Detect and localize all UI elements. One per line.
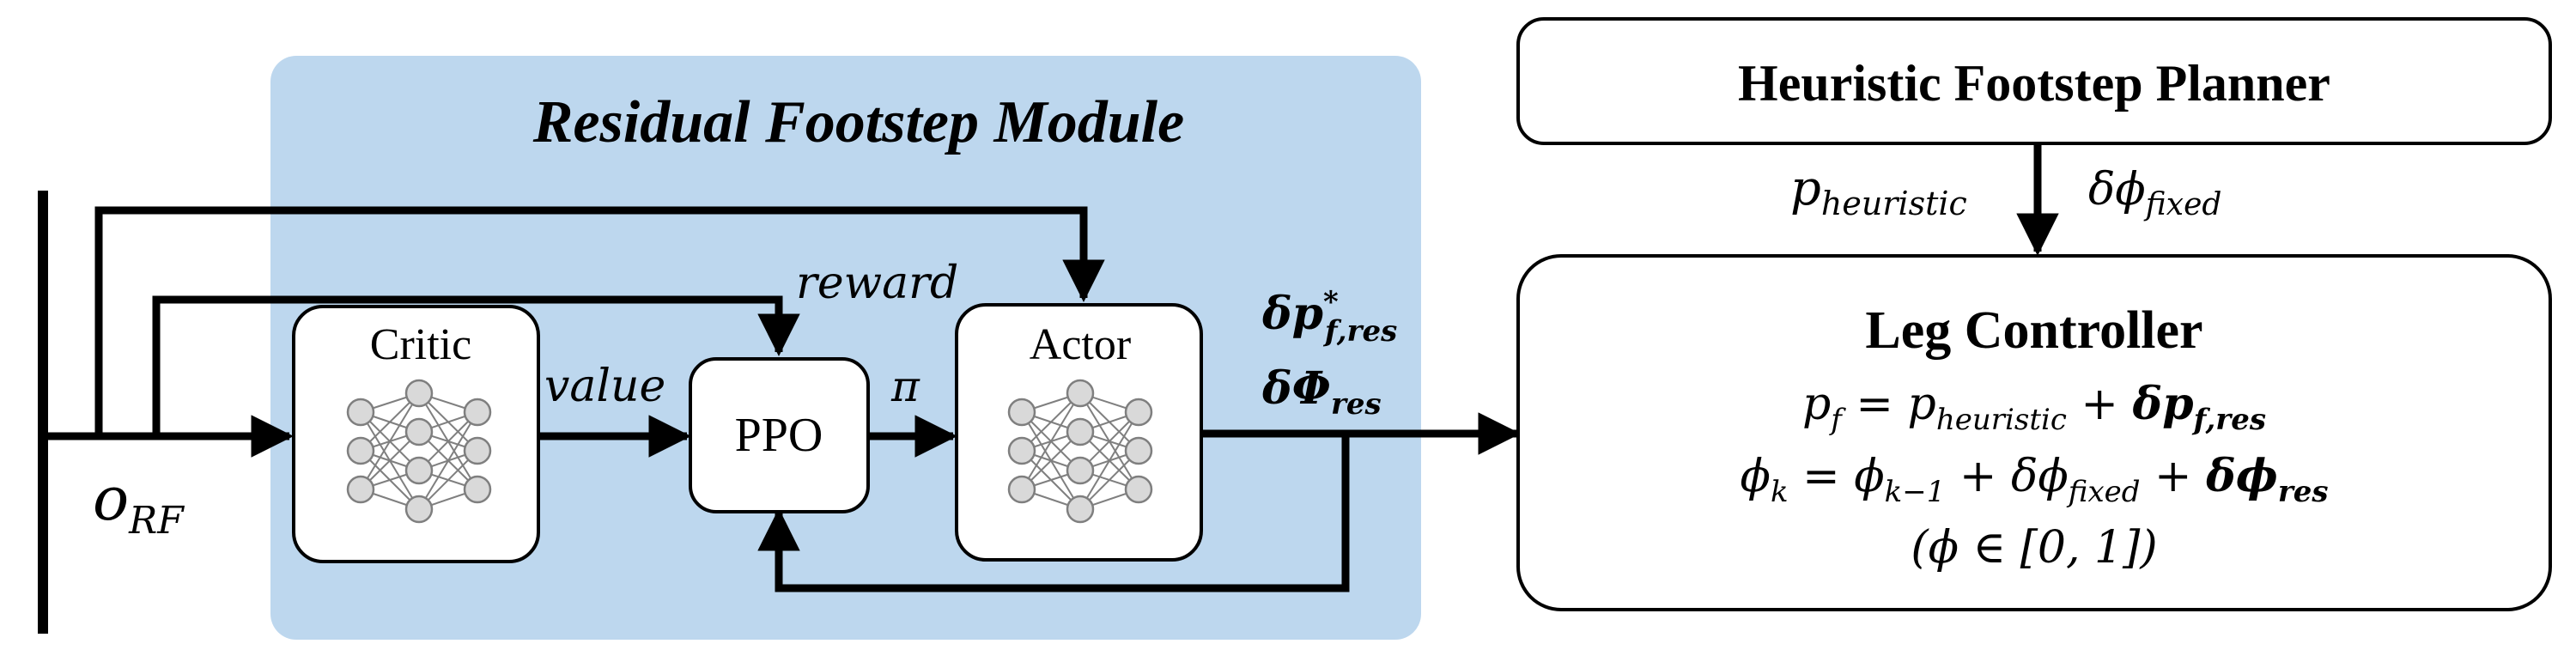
nn-node: [404, 456, 434, 485]
actor-label: Actor: [1030, 320, 1131, 369]
neural-network-icon: [346, 379, 492, 524]
leg-controller-block: Leg Controller pf = pheuristic + δpf,res…: [1516, 254, 2552, 611]
feedback-to-ppo-arrow: [757, 434, 1350, 592]
ppo-block: PPO: [689, 357, 870, 513]
obs-to-actor-arrow: [94, 206, 1105, 436]
policy-label: π: [890, 361, 920, 411]
leg-equation-range: (ϕ ∈ [0, 1]): [1911, 522, 2157, 574]
value-label: value: [544, 361, 665, 412]
heuristic-planner-block: Heuristic Footstep Planner: [1516, 17, 2552, 145]
nn-node: [346, 475, 375, 504]
nn-node: [1066, 456, 1095, 485]
nn-node: [346, 398, 375, 427]
nn-node: [404, 379, 434, 408]
nn-node: [346, 436, 375, 465]
ppo-label: PPO: [735, 409, 823, 462]
nn-node: [1124, 398, 1153, 427]
neural-network-icon: [1007, 379, 1153, 524]
dphi-fixed-label: δϕfixed: [2088, 164, 2221, 222]
nn-edge: [360, 392, 420, 490]
leg-equation-phase: ϕk = ϕk−1 + δϕfixed + δϕres: [1740, 450, 2328, 509]
residual-module-title: Residual Footstep Module: [532, 89, 1184, 155]
nn-node: [404, 495, 434, 524]
nn-edge: [1021, 392, 1081, 490]
nn-node: [463, 436, 492, 465]
observation-label: oRF: [93, 464, 185, 543]
nn-node: [1007, 475, 1036, 504]
delta-phi-label: δΦres: [1261, 362, 1382, 422]
nn-node: [463, 475, 492, 504]
nn-edge: [418, 411, 478, 510]
delta-p-label: δp*f,res: [1261, 285, 1397, 349]
leg-equation-footstep: pf = pheuristic + δpf,res: [1802, 378, 2266, 437]
nn-edge: [1079, 411, 1139, 510]
nn-node: [1066, 379, 1095, 408]
critic-block: Critic: [292, 305, 540, 563]
nn-node: [1066, 495, 1095, 524]
nn-node: [1124, 475, 1153, 504]
leg-controller-title: Leg Controller: [1865, 301, 2202, 360]
critic-label: Critic: [370, 320, 471, 369]
nn-node: [1124, 436, 1153, 465]
nn-node: [463, 398, 492, 427]
nn-node: [1066, 417, 1095, 446]
actor-block: Actor: [955, 303, 1203, 562]
nn-node: [1007, 398, 1036, 427]
p-heuristic-label: pheuristic: [1790, 161, 1967, 222]
heuristic-planner-label: Heuristic Footstep Planner: [1738, 55, 2330, 112]
reward-label: reward: [796, 258, 958, 309]
obs-to-ppo-arrow: [152, 295, 800, 436]
nn-node: [1007, 436, 1036, 465]
nn-node: [404, 417, 434, 446]
